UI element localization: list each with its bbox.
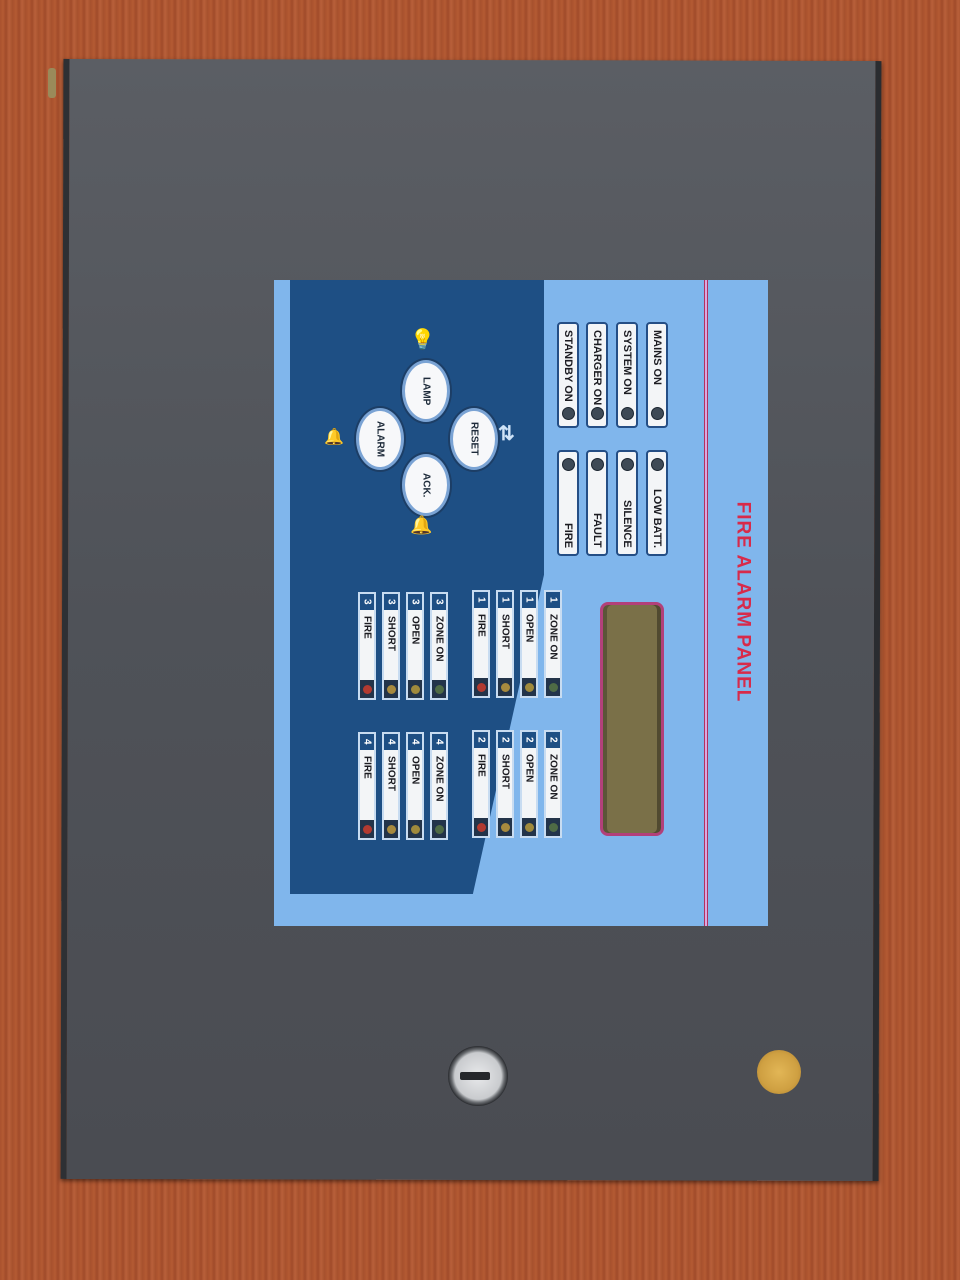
led-low-batt: [650, 458, 664, 471]
indicator-standby-on: STANDBY ON: [557, 322, 579, 428]
led-fault: [590, 458, 604, 471]
led-mains-on: [650, 407, 664, 420]
front-label: FIRE ALARM PANEL 💡 LAMP RESET ⇅ ALARM 🔔 …: [274, 280, 768, 926]
lamp-bulb-icon: 💡: [410, 329, 435, 351]
indicator-silence: SILENCE: [616, 450, 638, 556]
lcd-display: [600, 602, 664, 836]
key-lock[interactable]: [448, 1046, 508, 1106]
alarm-button[interactable]: ALARM: [356, 408, 404, 470]
indicator-fire: FIRE: [557, 450, 579, 556]
lamp-button[interactable]: LAMP: [402, 360, 450, 422]
led-fire: [561, 458, 575, 471]
indicator-fault: FAULT: [586, 450, 608, 556]
indicator-charger-on: CHARGER ON: [586, 322, 608, 428]
indicator-mains-on: MAINS ON: [646, 322, 668, 428]
led-silence: [620, 458, 634, 471]
hinge-icon: [48, 68, 56, 98]
key-slot-icon: [460, 1072, 490, 1080]
indicator-system-on: SYSTEM ON: [616, 322, 638, 428]
gold-seal-sticker: [757, 1050, 801, 1094]
reset-arrows-icon: ⇅: [498, 423, 515, 445]
ack-button[interactable]: ACK.: [402, 454, 450, 516]
led-system-on: [620, 407, 634, 420]
red-divider-line: [704, 280, 708, 926]
led-charger-on: [590, 407, 604, 420]
indicator-low-batt: LOW BATT.: [646, 450, 668, 556]
ringing-bell-icon: 🔔: [410, 515, 433, 535]
reset-button[interactable]: RESET: [450, 408, 498, 470]
bell-icon: 🔔: [324, 429, 344, 446]
panel-title: FIRE ALARM PANEL: [732, 501, 753, 703]
led-standby-on: [561, 407, 575, 420]
